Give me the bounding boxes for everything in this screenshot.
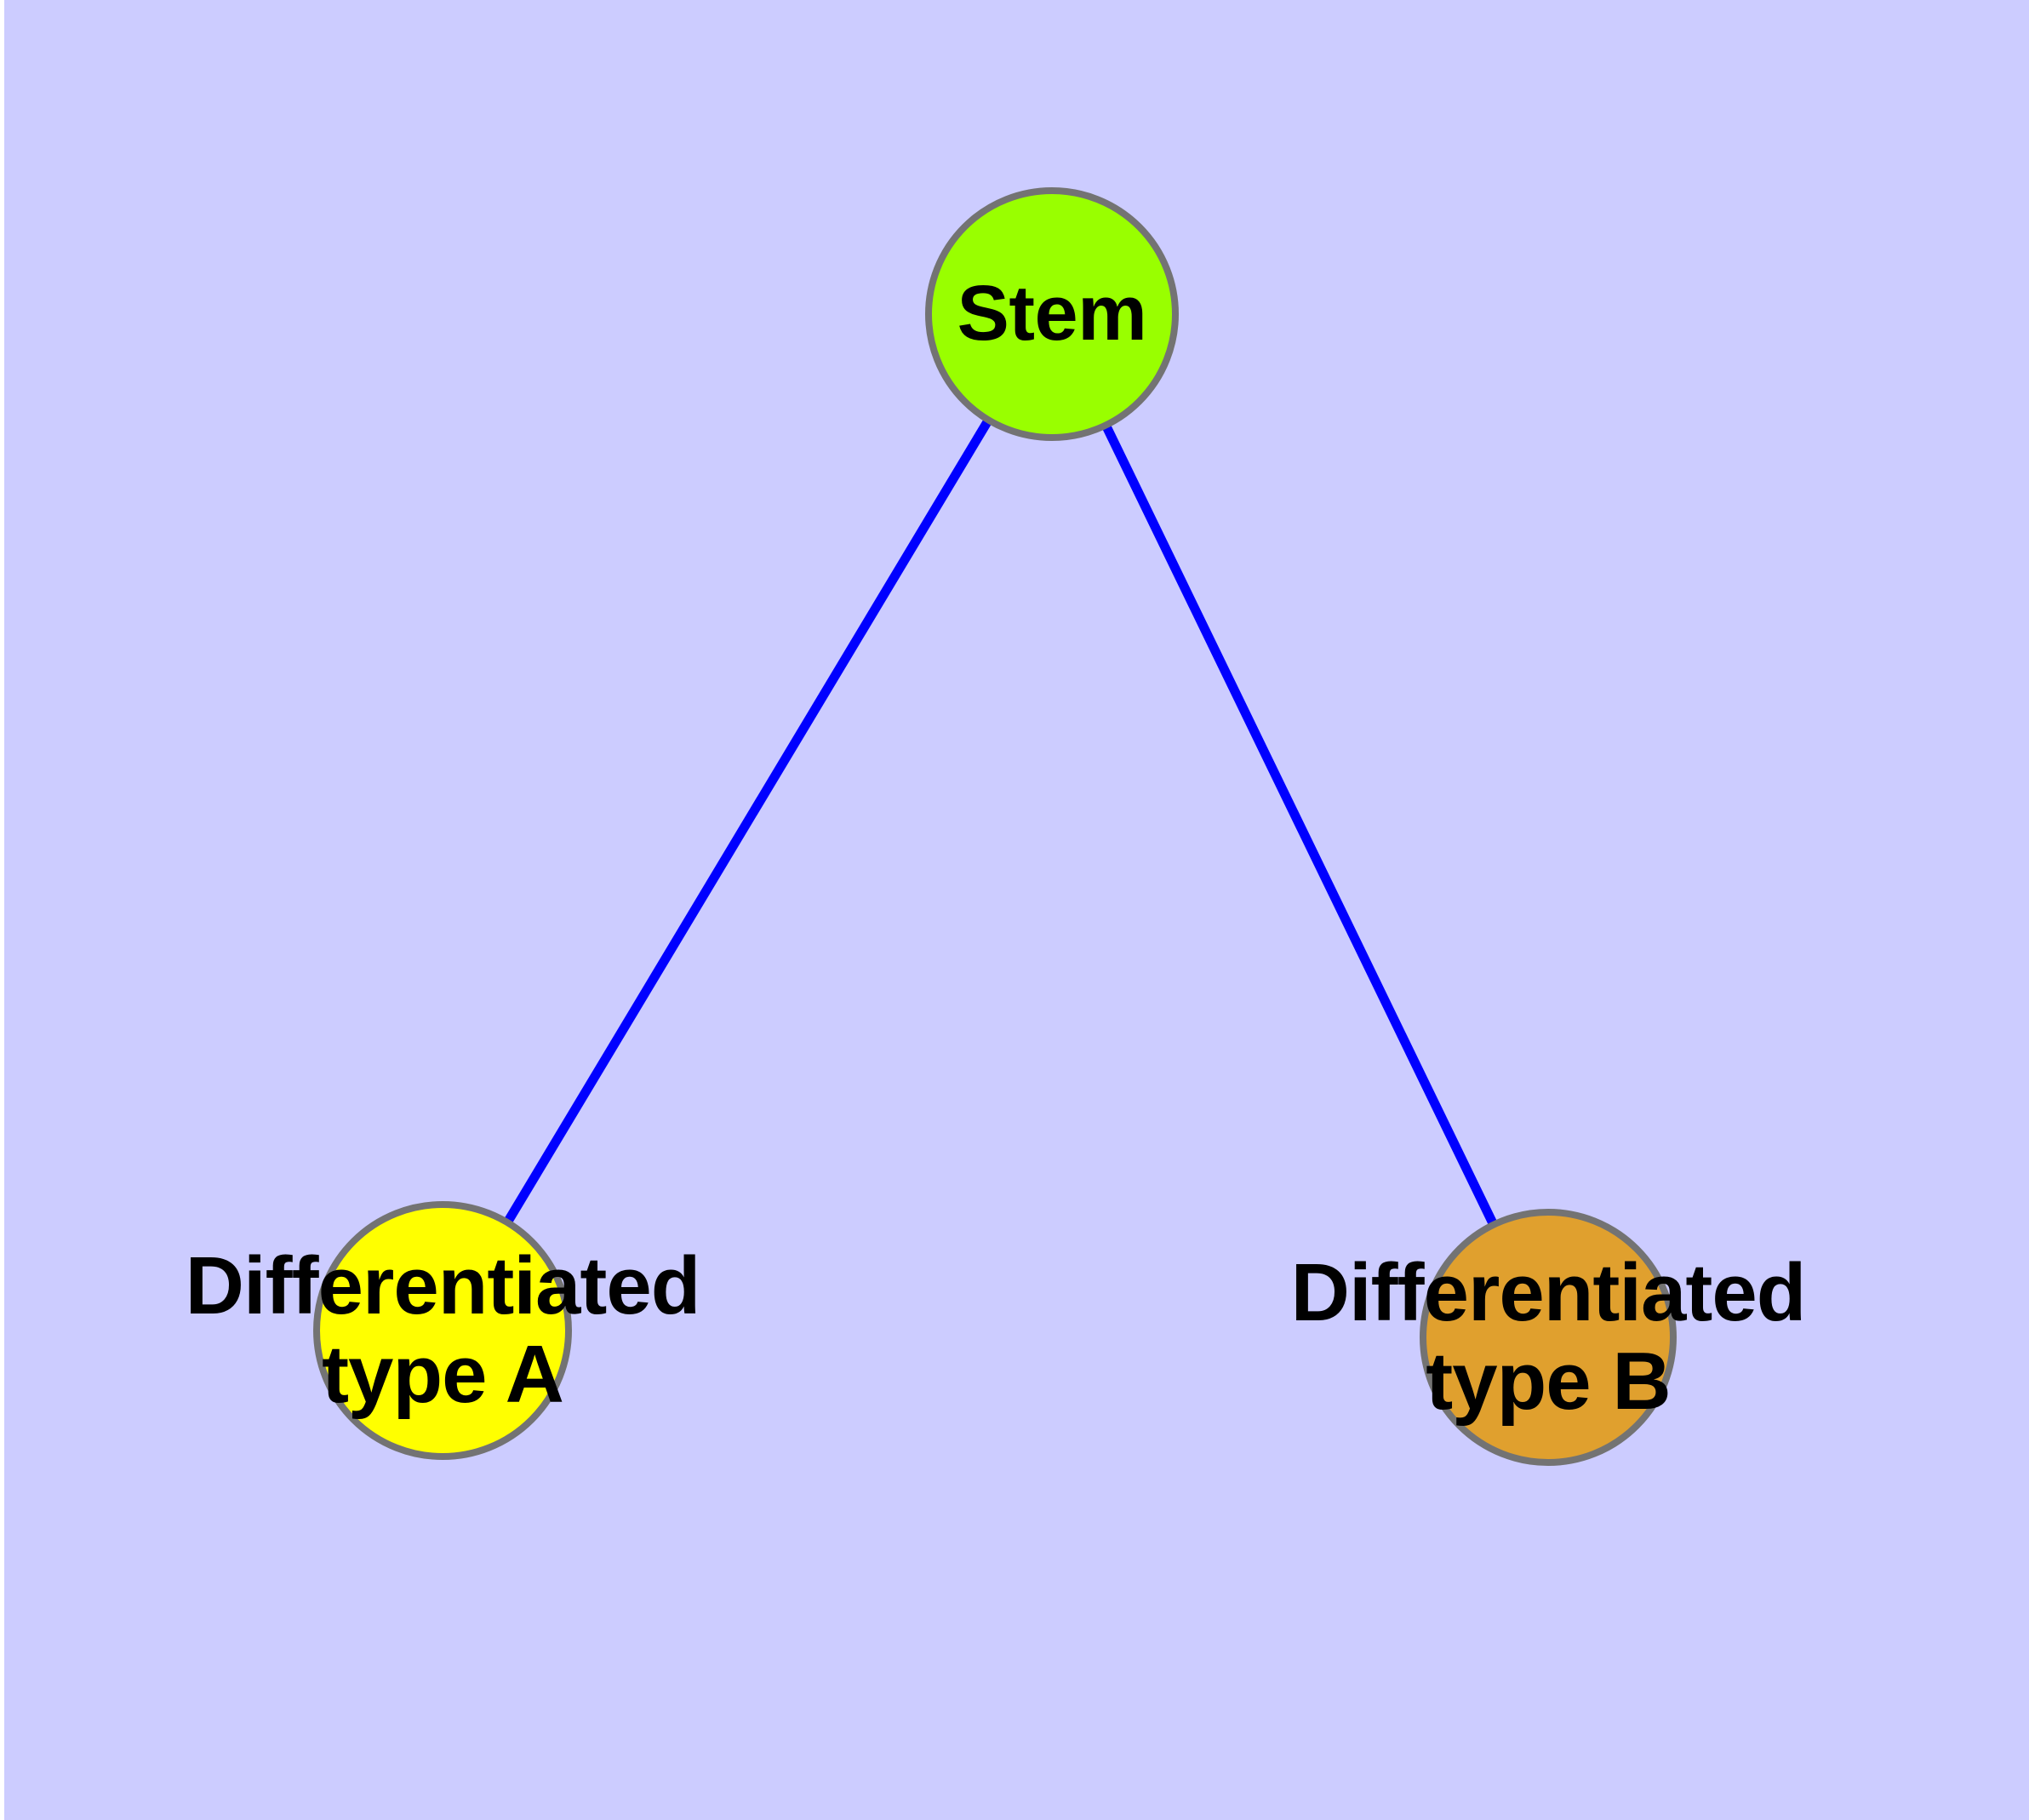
edge-layer xyxy=(504,419,1497,1226)
node-differentiated-type-a[interactable] xyxy=(313,1201,572,1460)
edge-stem-to-diff-a xyxy=(504,419,992,1224)
edge-stem-to-diff-b xyxy=(1102,424,1497,1226)
node-stem[interactable] xyxy=(925,187,1179,441)
node-differentiated-type-b[interactable] xyxy=(1420,1209,1677,1466)
node-layer xyxy=(313,187,1677,1466)
